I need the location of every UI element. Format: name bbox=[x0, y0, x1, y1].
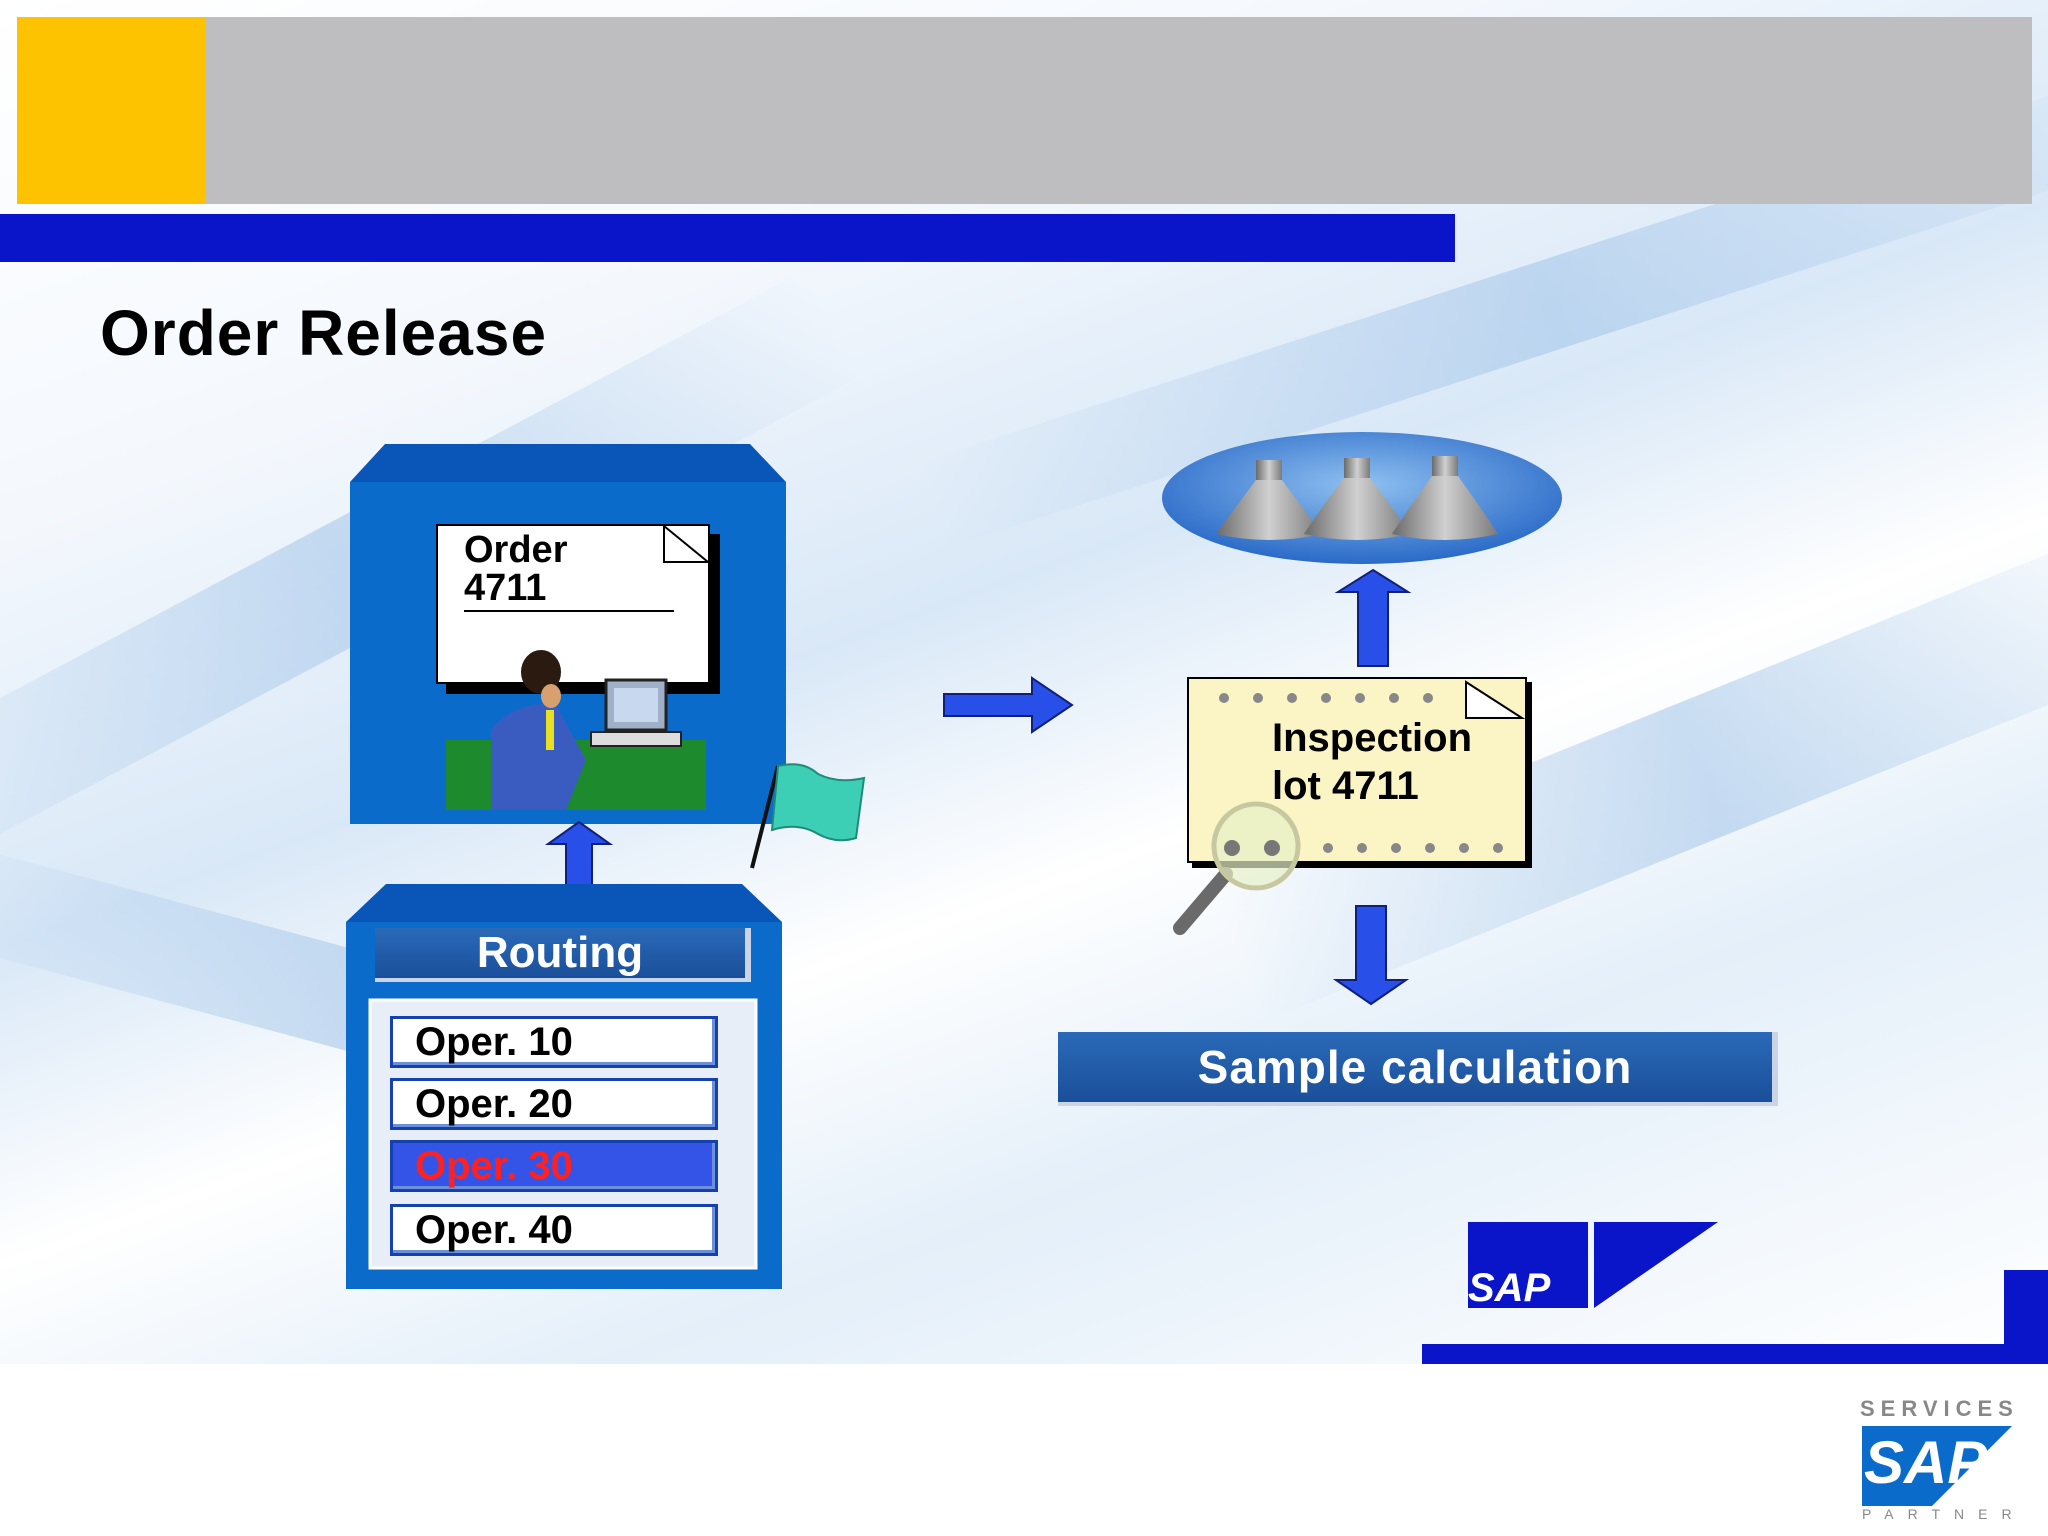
operation-30-active[interactable]: Oper. 30 bbox=[390, 1140, 718, 1192]
sap-logo bbox=[1468, 1222, 1718, 1308]
cone-3 bbox=[1392, 456, 1498, 540]
order-number: 4711 bbox=[464, 567, 547, 609]
cone-2 bbox=[1304, 458, 1410, 540]
operation-10[interactable]: Oper. 10 bbox=[390, 1016, 718, 1068]
flag-icon bbox=[750, 763, 866, 869]
operation-20[interactable]: Oper. 20 bbox=[390, 1078, 718, 1130]
worker-at-computer-icon bbox=[446, 650, 706, 810]
sample-calculation-banner: Sample calculation bbox=[1058, 1032, 1778, 1106]
operation-40[interactable]: Oper. 40 bbox=[390, 1204, 718, 1256]
header-blue-bar bbox=[0, 214, 1455, 262]
magnifier-icon bbox=[1173, 801, 1301, 935]
inspection-lot-number: lot 4711 bbox=[1272, 764, 1419, 808]
inspection-lot-label: Inspection bbox=[1272, 716, 1473, 760]
inspection-lot-document bbox=[1187, 677, 1532, 868]
footer-logo-sap: SAP bbox=[1864, 1429, 1988, 1496]
footer-blue-bar bbox=[1422, 1344, 2048, 1364]
right-arrow-order-to-lot bbox=[943, 676, 1074, 734]
footer-blue-bracket bbox=[2004, 1270, 2048, 1364]
slide-title: Order Release bbox=[100, 297, 548, 369]
order-underline bbox=[464, 610, 674, 612]
material-platform-icon bbox=[1162, 432, 1562, 564]
order-label: Order bbox=[464, 529, 568, 571]
up-arrow-lot-to-material bbox=[1334, 568, 1412, 667]
footer-logo-partner: PARTNER bbox=[1862, 1506, 2026, 1522]
sap-logo-text: SAP bbox=[1468, 1266, 1551, 1310]
down-arrow-lot-to-sample bbox=[1332, 905, 1410, 1006]
order-doc-corner bbox=[663, 523, 711, 563]
header-yellow-block bbox=[17, 17, 206, 204]
cone-1 bbox=[1216, 460, 1322, 540]
footer-sap-logo-shape bbox=[1862, 1426, 2012, 1506]
routing-header: Routing bbox=[375, 928, 751, 982]
header-gray-bar bbox=[206, 17, 2032, 204]
footer-logo-services: SERVICES bbox=[1860, 1396, 2019, 1421]
